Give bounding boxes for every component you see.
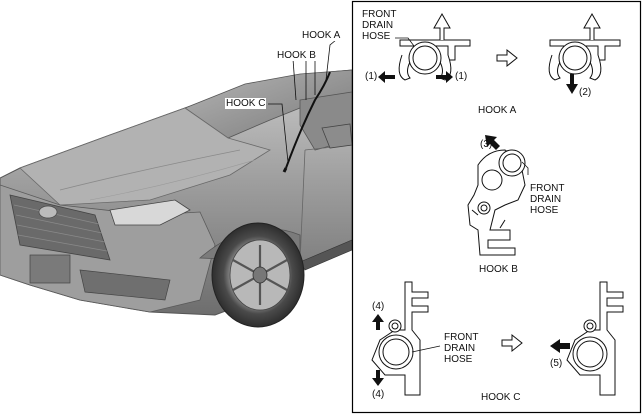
hook-c-hose-leader bbox=[411, 345, 441, 353]
hook-a-hose-label-line: HOSE bbox=[362, 31, 391, 42]
hook-b-hose-label-line: DRAIN bbox=[530, 194, 562, 205]
hook-b-figure bbox=[467, 149, 526, 256]
hook-c-arrow-down bbox=[372, 370, 384, 386]
hook-a-step-left: (1) bbox=[365, 71, 378, 82]
hook-c-hose-label: FRONT DRAIN HOSE bbox=[444, 332, 478, 365]
hook-c-step-down: (4) bbox=[372, 389, 385, 400]
hook-b-hose-label: FRONT DRAIN HOSE bbox=[530, 183, 564, 216]
callout-hook-c: HOOK C bbox=[225, 98, 267, 109]
callout-leaders bbox=[268, 39, 337, 163]
hook-a-hose-label-line: DRAIN bbox=[362, 20, 394, 31]
hook-b-hose-label-line: HOSE bbox=[530, 205, 559, 216]
hook-b-arrow-up bbox=[485, 135, 500, 150]
callout-hook-a: HOOK A bbox=[301, 30, 342, 41]
hook-c-step-up: (4) bbox=[372, 301, 385, 312]
hook-c-transition-arrow bbox=[501, 333, 523, 353]
hook-a-arrow-right bbox=[436, 71, 453, 83]
hook-a-arrow-left bbox=[378, 71, 395, 83]
hook-a-hose-label: FRONT DRAIN HOSE bbox=[362, 9, 396, 42]
hook-b-caption: HOOK B bbox=[479, 264, 518, 275]
hook-a-after-figure bbox=[548, 12, 621, 81]
hook-b-hose-label-line: FRONT bbox=[530, 183, 565, 194]
hook-c-hose-label-line: FRONT bbox=[444, 332, 479, 343]
hook-b-hose-leader bbox=[521, 161, 529, 175]
hook-c-after-figure bbox=[566, 281, 624, 396]
front-wheel bbox=[211, 222, 305, 328]
hook-a-hose-leader bbox=[395, 37, 415, 47]
hook-c-arrow-up bbox=[372, 314, 384, 330]
hook-a-step-down: (2) bbox=[579, 87, 592, 98]
hook-c-caption: HOOK C bbox=[481, 392, 521, 403]
hook-a-step-right: (1) bbox=[455, 71, 468, 82]
hook-c-hose-label-line: HOSE bbox=[444, 354, 473, 365]
hook-a-arrow-down bbox=[566, 74, 578, 94]
hook-a-caption: HOOK A bbox=[478, 105, 517, 116]
hook-c-arrow-left bbox=[550, 339, 570, 353]
hook-c-step-left: (5) bbox=[550, 358, 563, 369]
hook-a-hose-label-line: FRONT bbox=[362, 9, 397, 20]
hook-a-transition-arrow bbox=[496, 48, 518, 68]
drain-hose-route bbox=[282, 71, 331, 173]
callout-hook-b: HOOK B bbox=[276, 50, 317, 61]
hook-b-step-up: (3) bbox=[480, 139, 493, 150]
hook-c-before-figure bbox=[371, 281, 429, 396]
hook-c-hose-label-line: DRAIN bbox=[444, 343, 476, 354]
